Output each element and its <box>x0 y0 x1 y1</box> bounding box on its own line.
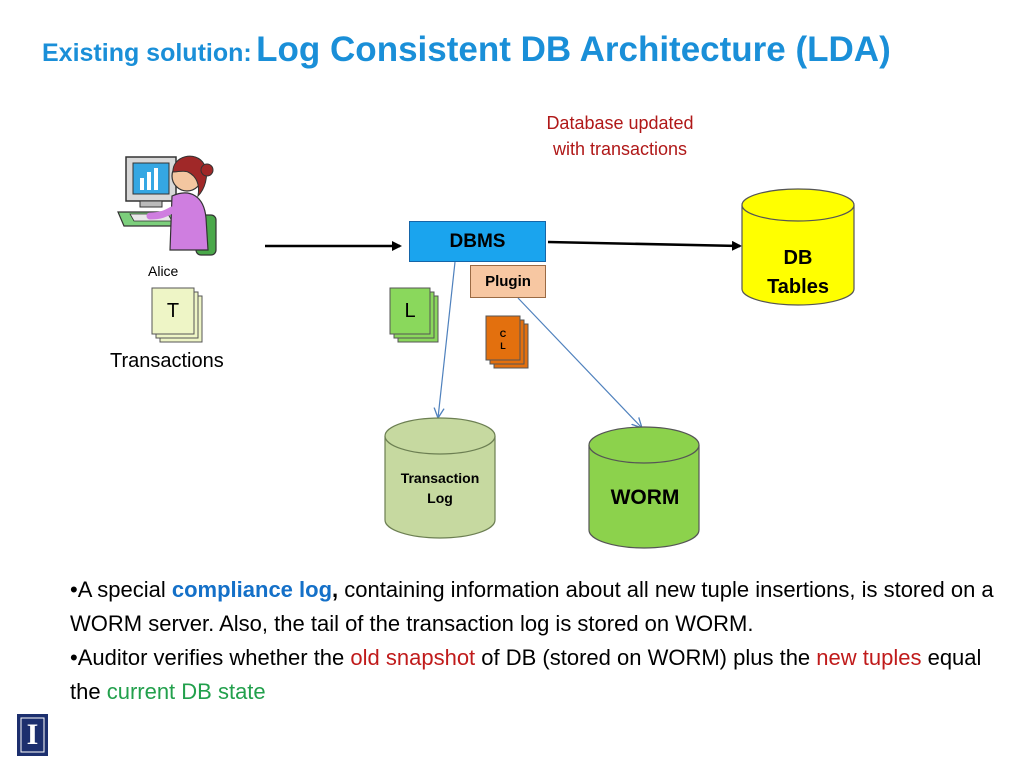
cl-doc-letters: C L <box>486 328 520 352</box>
transaction-log-cylinder <box>384 417 496 539</box>
db-tables-cylinder <box>741 188 855 306</box>
title-prefix: Existing solution: <box>42 39 252 67</box>
logo-letter: I <box>26 718 39 751</box>
db-tables-line-1: DB <box>783 247 813 269</box>
dbms-to-tables-arrow <box>547 240 742 251</box>
bullet-2-mid2: equal the <box>70 645 982 704</box>
compliance-log-highlight: compliance log <box>171 577 333 602</box>
plugin-label: Plugin <box>485 273 531 290</box>
university-logo-icon <box>17 714 48 756</box>
log-doc-stack <box>389 287 439 343</box>
worm-cylinder <box>588 426 700 549</box>
transactions-label: Transactions <box>110 350 224 372</box>
worm-label: WORM <box>610 486 680 509</box>
caption-line-2: with transactions <box>552 139 688 159</box>
alice-computer-icon <box>117 155 217 256</box>
bullet-1-pre: •A special <box>70 577 172 602</box>
alice-label: Alice <box>148 263 179 279</box>
dbms-label: DBMS <box>449 230 506 252</box>
new-tuples-highlight: new tuples <box>816 645 922 670</box>
db-tables-line-2: Tables <box>767 276 829 298</box>
bullet-1-comma: , <box>332 577 339 602</box>
compliance-log-doc-stack <box>485 315 529 369</box>
transaction-log-line-2: Log <box>427 490 453 506</box>
transaction-log-line-1: Transaction <box>400 470 480 486</box>
bullet-1-post: containing information about all new tup… <box>70 577 994 636</box>
transaction-log-label: Transaction Log <box>385 462 495 514</box>
dbms-to-transaction-log-arrow <box>438 261 456 418</box>
old-snapshot-highlight: old snapshot <box>350 645 476 670</box>
bullet-2: •Auditor verifies whether the old snapsh… <box>70 641 1005 709</box>
l-doc-letter: L <box>404 299 416 322</box>
plugin-to-worm-arrow <box>517 297 642 428</box>
bullet-list: •A special compliance log, containing in… <box>70 573 1005 709</box>
title-main: Log Consistent DB Architecture (LDA) <box>256 30 891 69</box>
dbms-box: DBMS <box>409 221 546 262</box>
bullet-1: •A special compliance log, containing in… <box>70 573 1005 641</box>
cl-doc-letter-l: L <box>500 341 506 351</box>
slide-title: Existing solution: Log Consistent DB Arc… <box>42 30 891 70</box>
caption-line-1: Database updated <box>546 113 694 133</box>
transactions-doc-stack <box>151 287 203 343</box>
plugin-box: Plugin <box>470 265 546 298</box>
db-tables-label: DB Tables <box>742 228 854 318</box>
cl-doc-letter-c: C <box>499 329 507 339</box>
bullet-2-pre: •Auditor verifies whether the <box>70 645 351 670</box>
db-update-caption: Database updated with transactions <box>520 110 720 162</box>
current-db-state-highlight: current DB state <box>106 679 266 704</box>
bullet-2-mid: of DB (stored on WORM) plus the <box>475 645 817 670</box>
t-doc-letter: T <box>166 299 180 322</box>
